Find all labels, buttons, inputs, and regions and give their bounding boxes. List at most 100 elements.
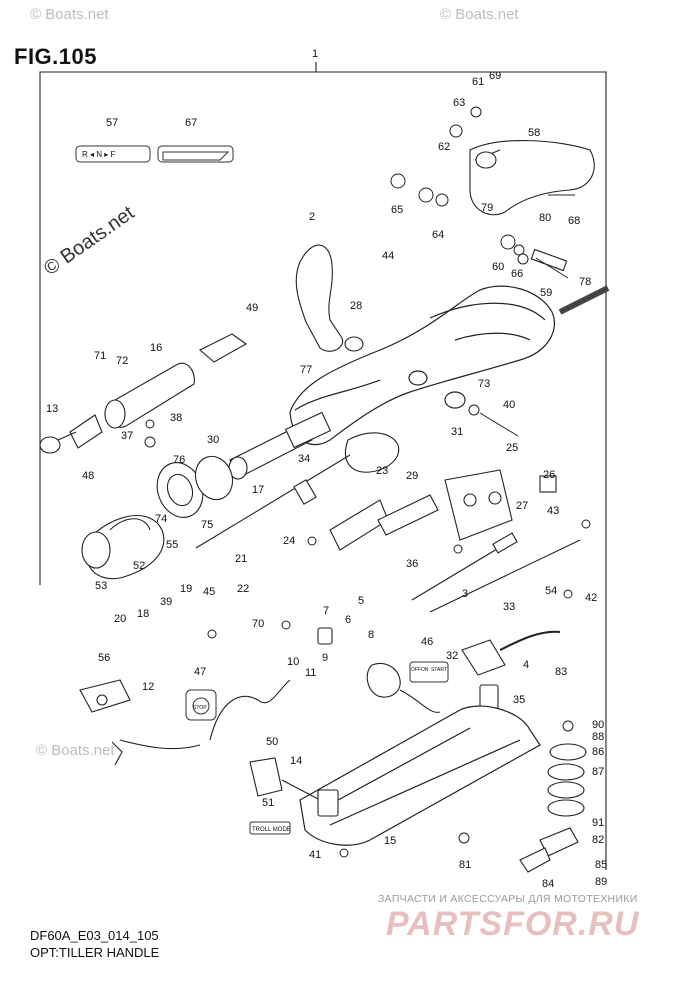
callout-88: 88 <box>592 731 604 743</box>
throttle-shaft <box>228 411 400 480</box>
callout-64: 64 <box>432 229 444 241</box>
callout-1: 1 <box>312 48 318 60</box>
shift-decal <box>75 145 234 163</box>
callout-41: 41 <box>309 849 321 861</box>
callout-74: 74 <box>155 513 167 525</box>
callout-53: 53 <box>95 580 107 592</box>
callout-54: 54 <box>545 585 557 597</box>
fasteners <box>144 106 591 858</box>
callout-66: 66 <box>511 268 523 280</box>
callout-91: 91 <box>592 817 604 829</box>
callout-28: 28 <box>350 300 362 312</box>
callout-77: 77 <box>300 364 312 376</box>
callout-87: 87 <box>592 766 604 778</box>
callout-39: 39 <box>160 596 172 608</box>
twist-grip <box>81 455 234 580</box>
callout-55: 55 <box>166 539 178 551</box>
tiller-base <box>299 705 541 846</box>
callout-5: 5 <box>358 595 364 607</box>
callout-59: 59 <box>540 287 552 299</box>
callout-23: 23 <box>376 465 388 477</box>
callout-67: 67 <box>185 117 197 129</box>
callout-42: 42 <box>585 592 597 604</box>
callout-57: 57 <box>106 117 118 129</box>
callout-45: 45 <box>203 586 215 598</box>
callout-69: 69 <box>489 70 501 82</box>
callout-32: 32 <box>446 650 458 662</box>
callout-10: 10 <box>287 656 299 668</box>
callout-61: 61 <box>472 76 484 88</box>
callout-72: 72 <box>116 355 128 367</box>
callout-24: 24 <box>283 535 295 547</box>
callout-26: 26 <box>543 469 555 481</box>
callout-4: 4 <box>523 659 529 671</box>
assembly-frame <box>39 62 607 870</box>
figure-title: FIG.105 <box>14 44 97 69</box>
callout-75: 75 <box>201 519 213 531</box>
switch-harness <box>317 627 561 713</box>
switch-decal-start: START <box>431 667 447 673</box>
callout-9: 9 <box>322 652 328 664</box>
cable-assembly <box>195 454 581 613</box>
shift-lever <box>295 244 364 352</box>
shim-stack <box>519 743 587 873</box>
callout-7: 7 <box>323 605 329 617</box>
brand-subtitle: ЗАПЧАСТИ И АКСЕССУАРЫ ДЛЯ МОТОТЕХНИКИ <box>378 893 638 905</box>
callout-29: 29 <box>406 470 418 482</box>
callout-73: 73 <box>478 378 490 390</box>
drawing-code: DF60A_E03_014_105 <box>30 928 159 943</box>
callout-78: 78 <box>579 276 591 288</box>
callout-46: 46 <box>421 636 433 648</box>
callout-25: 25 <box>506 442 518 454</box>
throttle-linkage <box>329 469 557 551</box>
steering-bracket <box>469 140 610 315</box>
callout-2: 2 <box>309 211 315 223</box>
callout-18: 18 <box>137 608 149 620</box>
callout-82: 82 <box>592 834 604 846</box>
callout-38: 38 <box>170 412 182 424</box>
callout-14: 14 <box>290 755 302 767</box>
callout-86: 86 <box>592 746 604 758</box>
callout-12: 12 <box>142 681 154 693</box>
callout-35: 35 <box>513 694 525 706</box>
callout-51: 51 <box>262 797 274 809</box>
switch-decal-on: ON <box>421 667 429 673</box>
callout-63: 63 <box>453 97 465 109</box>
watermark-top-right: © Boats.net <box>440 6 519 23</box>
callout-11: 11 <box>305 667 316 679</box>
callout-71: 71 <box>94 350 106 362</box>
callout-85: 85 <box>595 859 607 871</box>
callout-17: 17 <box>252 484 264 496</box>
callout-19: 19 <box>180 583 192 595</box>
callout-70: 70 <box>252 618 264 630</box>
stud-bolts <box>479 194 575 437</box>
callout-6: 6 <box>345 614 351 626</box>
callout-62: 62 <box>438 141 450 153</box>
callout-52: 52 <box>133 560 145 572</box>
troll-switch <box>249 757 339 817</box>
callout-13: 13 <box>46 403 58 415</box>
tiller-arm <box>289 285 556 446</box>
callout-60: 60 <box>492 261 504 273</box>
callout-79: 79 <box>481 202 493 214</box>
callout-20: 20 <box>114 613 126 625</box>
stop-lanyard <box>79 679 291 766</box>
callout-90: 90 <box>592 719 604 731</box>
callout-56: 56 <box>98 652 110 664</box>
callout-36: 36 <box>406 558 418 570</box>
switch-decal-off: OFF <box>411 667 421 673</box>
callout-labels: 1234567891011121314151617181920212223242… <box>46 48 607 890</box>
callout-58: 58 <box>528 127 540 139</box>
callout-47: 47 <box>194 666 206 678</box>
troll-decal <box>249 821 291 835</box>
callout-37: 37 <box>121 430 133 442</box>
stop-decal-text: STOP <box>193 705 207 711</box>
brand-logo: PARTSFOR.RU <box>386 905 640 943</box>
callout-83: 83 <box>555 666 567 678</box>
callout-48: 48 <box>82 470 94 482</box>
callout-27: 27 <box>516 500 528 512</box>
callout-21: 21 <box>235 553 247 565</box>
callout-44: 44 <box>382 250 394 262</box>
watermark-bottom-left: © Boats.net <box>36 742 115 759</box>
